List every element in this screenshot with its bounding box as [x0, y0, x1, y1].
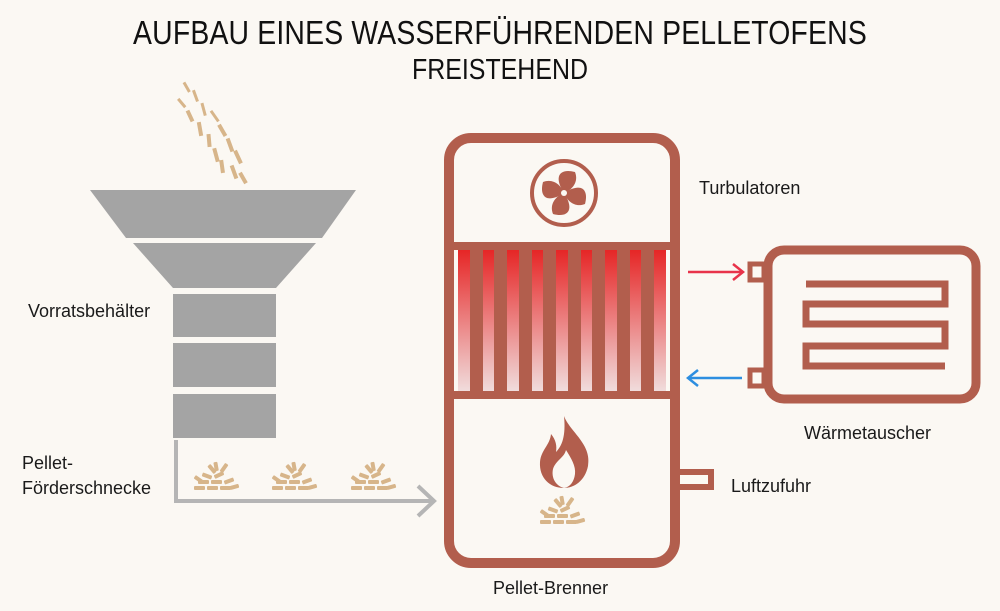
stove-body [444, 133, 680, 568]
conveyor-label-line1: Pellet- [22, 453, 74, 473]
air-supply-label: Luftzufuhr [731, 476, 812, 496]
burner-label: Pellet-Brenner [493, 578, 609, 598]
hopper-top-section [90, 190, 356, 238]
conveyor-label-line2: Förderschnecke [22, 478, 152, 498]
burner-pellets-icon [539, 495, 586, 524]
pellets-icon [193, 461, 240, 490]
arrow-left-icon [685, 369, 742, 387]
hopper-segment [173, 394, 276, 438]
stove-lower-divider [454, 391, 670, 399]
fan-icon [530, 159, 598, 227]
conveyor-line [174, 440, 432, 503]
diagram-title: AUFBAU EINES WASSERFÜHRENDEN PELLETOFENS [133, 14, 867, 51]
hopper-segment [173, 294, 276, 337]
conveyor-arrow-icon [416, 484, 437, 518]
stove-upper-divider [454, 242, 670, 250]
heat-exchanger-label: Wärmetauscher [804, 423, 932, 443]
pellets-icon [350, 461, 397, 490]
falling-pellets-icon [177, 81, 248, 185]
hopper-segment [173, 343, 276, 387]
air-supply-pipe [675, 469, 714, 490]
turbulator-zone [458, 250, 666, 391]
hopper-funnel-section [133, 243, 316, 288]
arrow-right-icon [688, 263, 746, 281]
storage-label: Vorratsbehälter [28, 301, 151, 321]
pellets-icon [271, 461, 318, 490]
diagram-subtitle: FREISTEHEND [411, 54, 588, 86]
flame-icon [539, 416, 589, 488]
turbulators-label: Turbulatoren [699, 178, 801, 198]
heat-exchanger-icon [747, 245, 981, 404]
